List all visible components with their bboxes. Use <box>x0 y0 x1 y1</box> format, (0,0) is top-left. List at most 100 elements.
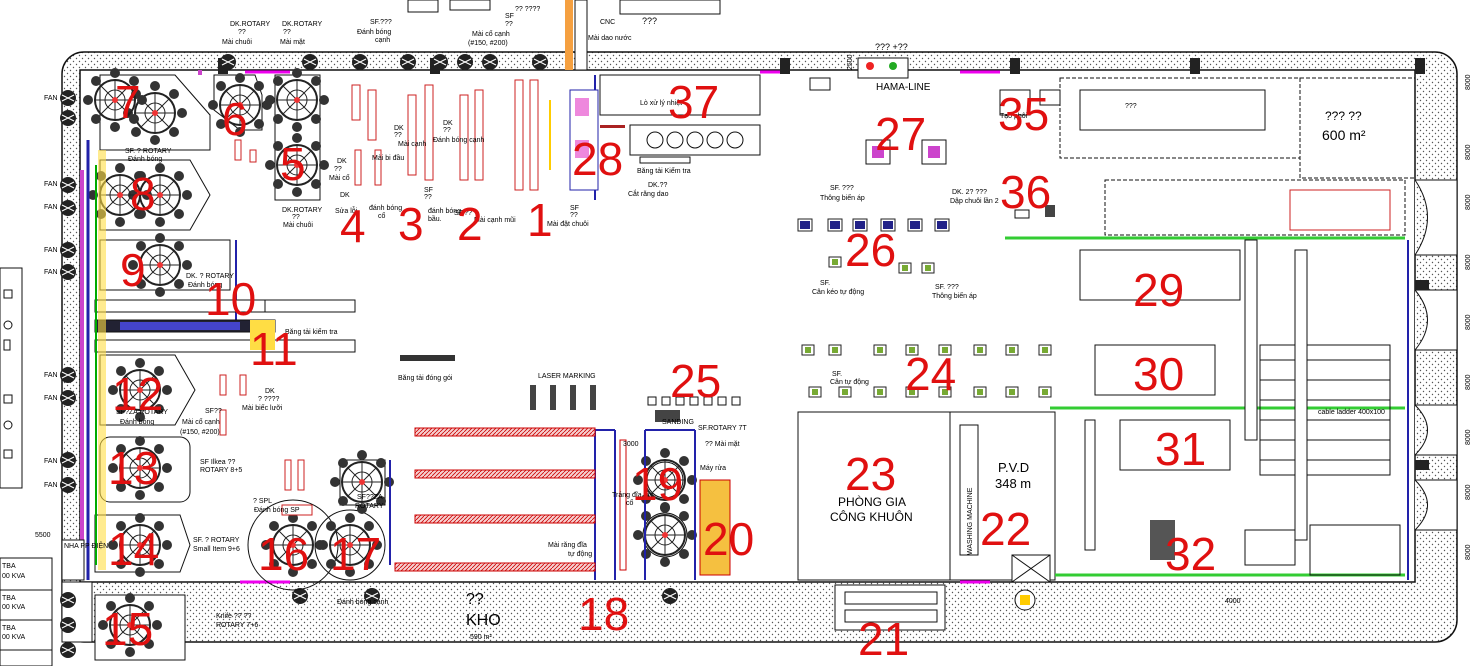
label-knife: Knife ?? ?? <box>216 613 252 620</box>
label-phong-gia: PHÒNG GIA <box>838 494 906 509</box>
label-q: ?? <box>334 166 342 173</box>
label-fan: FAN <box>44 204 58 211</box>
zone-14: 14 <box>108 523 159 575</box>
label-danh-bong: đánh bóng <box>369 205 402 212</box>
label-small-item: Small Item 9+6 <box>193 546 240 553</box>
label-tao-phoi: Tạo phôi <box>1000 113 1028 120</box>
label-fan: FAN <box>44 458 58 465</box>
label-mai-rang-dia: Mài răng đĩa <box>548 542 587 549</box>
label-mai-mat: Mài mặt <box>280 39 305 46</box>
label-cnc: CNC <box>600 19 615 26</box>
rooms <box>797 411 1056 631</box>
zone-21: 21 <box>858 613 909 665</box>
label-thong-bien-ap: Thông biến áp <box>932 291 977 300</box>
label-sf: SF?? <box>205 408 222 415</box>
zone-18: 18 <box>578 588 629 640</box>
label-sf-small: SF <box>505 13 514 20</box>
zone-8: 8 <box>130 168 156 220</box>
label-nha-pp-dien: NHA PP ĐIỆN <box>64 541 108 550</box>
label-danh-bong: Đánh bóng <box>357 29 391 36</box>
label-sf: SF. ??? <box>830 185 854 192</box>
label-sf: SF. <box>820 280 830 287</box>
label-dim-8000: 8000 <box>1465 544 1472 560</box>
label-dk-rotary-mid: DK.ROTARY <box>282 21 323 28</box>
label-mai-chuoi: Mài chuôi <box>222 39 252 46</box>
label-fan: FAN <box>44 95 58 102</box>
label-dk: DK <box>443 120 453 127</box>
label-dk: DK <box>340 192 350 199</box>
label-q: ??? <box>1125 103 1137 110</box>
label-dim-8000: 8000 <box>1465 374 1472 390</box>
label-q: ?? <box>283 29 291 36</box>
label-co: cổ <box>378 212 386 220</box>
label-laser-marking: LASER MARKING <box>538 373 596 380</box>
zone-20: 20 <box>703 513 754 565</box>
label-hama-line: HAMA-LINE <box>876 82 931 93</box>
label-sf: SF??ZA <box>357 494 383 501</box>
label-dim-2500: 2500 <box>847 54 854 70</box>
label-dk: DK <box>394 125 404 132</box>
zone-37: 37 <box>668 76 719 128</box>
label-bang-tai-dong-goi: Băng tải đóng gói <box>398 375 453 382</box>
label-area-right-q: ??? ?? <box>1325 109 1362 123</box>
zone-32: 32 <box>1165 528 1216 580</box>
label-mai-canh-mui: Mài cạnh mũi <box>474 217 516 224</box>
zone-27: 27 <box>875 108 926 160</box>
rotary-machines <box>82 67 698 661</box>
label-kho: KHO <box>466 612 501 629</box>
label-mai-chuoi: Mài chuôi <box>283 222 313 229</box>
label-mai-co-canh: Mài cổ cạnh <box>182 418 220 426</box>
label-top-right-q: ??? +?? <box>875 42 908 52</box>
label-dim-5500: 5500 <box>35 532 51 539</box>
label-tba: TBA <box>2 625 16 632</box>
label-canh: cạnh <box>375 37 390 44</box>
label-dk-rotary: DK. ? ROTARY <box>186 273 234 280</box>
label-mai-biec-luoi: Mài biếc lưỡi <box>242 403 283 412</box>
label-area-right: 600 m² <box>1322 127 1366 143</box>
label-bang-tai-kiem-tra: Băng tải Kiểm tra <box>637 167 691 175</box>
label-sf: SF.?? <box>454 210 472 217</box>
label-sf: SF Ilkea ?? <box>200 459 236 466</box>
label-danh-bong-bau: đánh bóng <box>428 208 461 215</box>
zone-31: 31 <box>1155 423 1206 475</box>
label-mai-co: Mài cổ <box>329 174 350 182</box>
packaging-conveyors <box>394 355 741 576</box>
zone-22: 22 <box>980 503 1031 555</box>
label-sf-rotary: SF. ? ROTARY <box>193 537 240 544</box>
zone-36: 36 <box>1000 166 1051 218</box>
label-q: ?? <box>238 29 246 36</box>
label-rotary: SF?ZA ROTARY <box>116 409 168 416</box>
label-sf: SF. ??? <box>935 284 959 291</box>
zone-15: 15 <box>102 603 153 655</box>
label-spl: ? SPL <box>253 498 272 505</box>
zone-23: 23 <box>845 448 896 500</box>
label-rotary: ROTARY <box>355 503 384 510</box>
label-dim-8000: 8000 <box>1465 74 1472 90</box>
zone-17: 17 <box>330 528 381 580</box>
stations-26-24-27 <box>797 77 1052 398</box>
label-bau: bầu. <box>428 214 442 223</box>
label-danh-bong-canh: Mài cạnh <box>398 141 427 148</box>
label-can-tu-dong: Cân tự động <box>830 379 869 386</box>
label-sanding: SANDING <box>662 419 694 426</box>
zone-10: 10 <box>205 273 256 325</box>
label-can-keo-tu-dong: Cân kéo tự động <box>812 289 864 296</box>
top-labels: DK.ROTARY ?? Mài chuôi DK.ROTARY ?? Mài … <box>222 6 1366 143</box>
zone-13: 13 <box>108 442 159 494</box>
label-sf: SF <box>424 187 433 194</box>
outside-left-panels <box>0 267 85 666</box>
zone-11: 11 <box>250 323 298 375</box>
zone-12: 12 <box>112 368 163 420</box>
label-mai-co-canh: Mài cổ cạnh <box>472 30 510 38</box>
label-dim-8000: 8000 <box>1465 484 1472 500</box>
zone-6: 6 <box>222 93 248 145</box>
zone-1: 1 <box>527 194 553 246</box>
label-fan: FAN <box>44 395 58 402</box>
label-mai-dao-nuoc: Mài dao nước <box>588 35 632 42</box>
blue-lines <box>86 75 1409 580</box>
label-sf-rotary-7t: SF.ROTARY 7T <box>698 425 747 432</box>
label-rotary: ROTARY 8+5 <box>200 467 242 474</box>
label-tba: TBA <box>2 563 16 570</box>
zone-24: 24 <box>905 348 956 400</box>
